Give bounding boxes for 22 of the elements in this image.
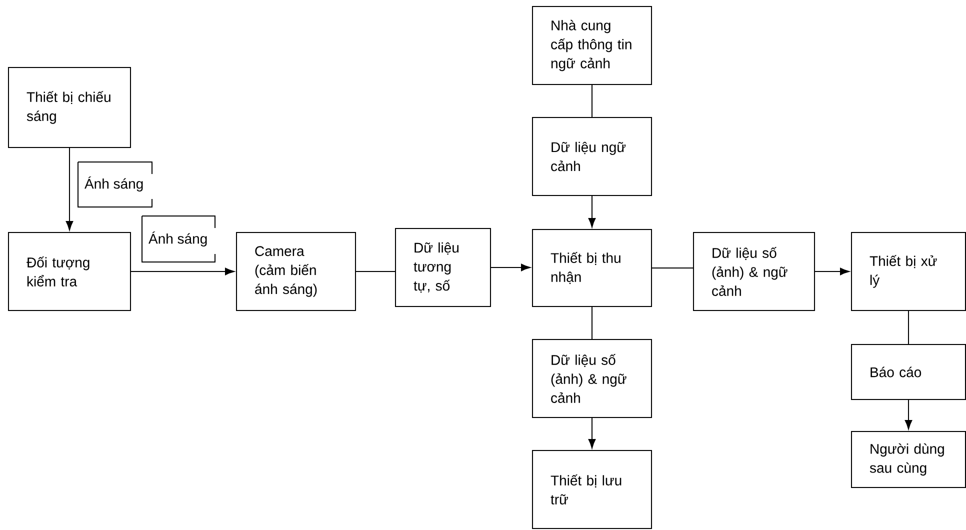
arrow [588, 196, 596, 228]
arrow [904, 400, 912, 430]
process-box: Thiết bị lưu trữ [532, 450, 652, 529]
process-box: Thiết bị thu nhận [532, 229, 652, 307]
process-box: Nhà cung cấp thông tin ngữ cảnh [532, 6, 652, 85]
arrow [490, 264, 530, 272]
process-box: Thiết bị chiếu sáng [8, 67, 131, 148]
process-box: Người dùng sau cùng [851, 431, 966, 488]
process-box: Đối tượng kiểm tra [8, 232, 131, 311]
process-box: Camera (cảm biến ánh sáng) [236, 232, 356, 311]
process-box: Thiết bị xử lý [851, 232, 966, 311]
arrow [130, 268, 234, 276]
arrow [66, 148, 74, 230]
process-box: Dữ liệu số (ảnh) & ngữ cảnh [693, 232, 815, 311]
process-box: Báo cáo [851, 344, 966, 400]
arrow [588, 418, 596, 448]
edge-label: Ánh sáng [142, 216, 216, 262]
edge-label: Ánh sáng [78, 162, 152, 208]
process-box: Dữ liệu tương tự, số [395, 228, 491, 307]
process-box: Dữ liệu ngữ cảnh [532, 117, 652, 196]
arrow [814, 268, 850, 276]
process-box: Dữ liệu số (ảnh) & ngữ cảnh [532, 339, 652, 418]
